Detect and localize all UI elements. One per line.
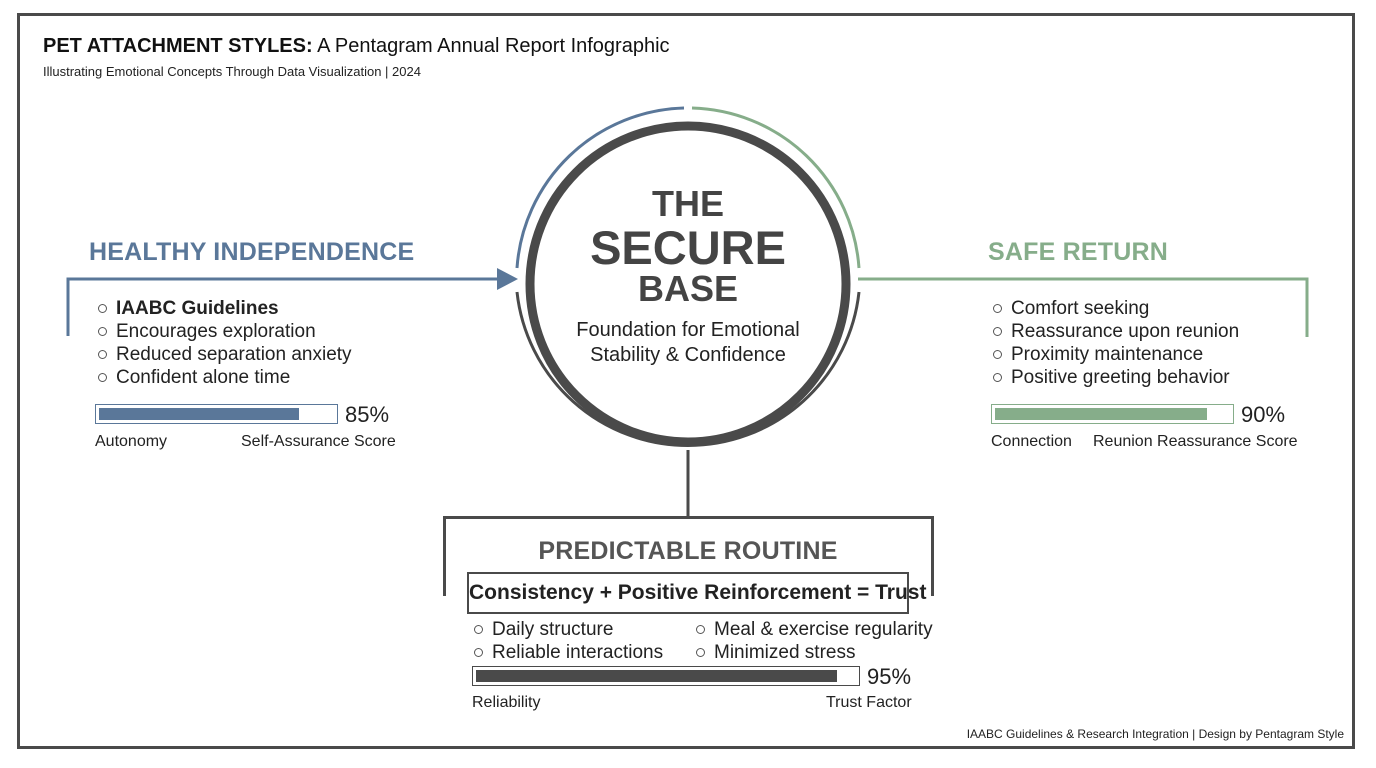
trust-factor-percent: 95% [867, 664, 912, 689]
reunion-reassurance-label: Reunion Reassurance Score [1093, 433, 1298, 450]
list-item: Minimized stress [694, 641, 933, 664]
footer-credit: IAABC Guidelines & Research Integration … [966, 727, 1344, 741]
list-item: Daily structure [472, 618, 663, 641]
secure-base-circle [525, 121, 851, 447]
list-item-text: Meal & exercise regularity [714, 619, 933, 640]
list-item: Reassurance upon reunion [991, 320, 1239, 343]
list-item: Reduced separation anxiety [96, 343, 352, 366]
list-item: Positive greeting behavior [991, 366, 1239, 389]
safe-return-list: Comfort seeking Reassurance upon reunion… [991, 297, 1239, 389]
page-title: PET ATTACHMENT STYLES: A Pentagram Annua… [43, 35, 670, 58]
bullet-circle-icon [474, 648, 483, 657]
list-item-text: Encourages exploration [116, 321, 316, 342]
reunion-reassurance-percent: 90% [1241, 402, 1286, 427]
bullet-circle-icon [696, 625, 705, 634]
self-assurance-percent: 85% [345, 402, 390, 427]
outer-arc-green [691, 106, 861, 269]
center-subtitle: Foundation for Emotional Stability & Con… [560, 318, 816, 368]
page-subtitle: Illustrating Emotional Concepts Through … [43, 64, 421, 79]
trust-formula: Consistency + Positive Reinforcement = T… [467, 572, 926, 614]
self-assurance-meter-fill [99, 408, 299, 420]
center-subtitle-line2: Stability & Confidence [590, 344, 786, 366]
self-assurance-label: Self-Assurance Score [241, 433, 396, 450]
connection-label: Connection [991, 433, 1072, 450]
bullet-circle-icon [993, 373, 1002, 382]
bullet-circle-icon [98, 373, 107, 382]
predictable-routine-title: PREDICTABLE ROUTINE [538, 537, 838, 565]
list-item-text: Reduced separation anxiety [116, 344, 352, 365]
trust-factor-label: Trust Factor [826, 694, 912, 711]
list-item: Reliable interactions [472, 641, 663, 664]
healthy-independence-list: IAABC Guidelines Encourages exploration … [96, 297, 352, 389]
bullet-circle-icon [474, 625, 483, 634]
outer-arc-blue [515, 106, 685, 269]
center-title-secure: SECURE [590, 221, 786, 274]
list-item-text: Reassurance upon reunion [1011, 321, 1240, 342]
left-arrowhead [497, 268, 518, 290]
list-item-text: Reliable interactions [492, 642, 664, 663]
bullet-circle-icon [98, 350, 107, 359]
list-item-text: Positive greeting behavior [1011, 367, 1230, 388]
title-rest: A Pentagram Annual Report Infographic [312, 35, 670, 57]
routine-list-col1: Daily structure Reliable interactions [472, 618, 663, 664]
infographic-frame [17, 13, 1355, 749]
self-assurance-meter [95, 404, 338, 424]
list-item: Encourages exploration [96, 320, 352, 343]
healthy-independence-title: HEALTHY INDEPENDENCE [89, 238, 415, 266]
center-subtitle-line1: Foundation for Emotional [576, 319, 800, 341]
trust-factor-meter [472, 666, 860, 686]
list-item-text: Daily structure [492, 619, 614, 640]
bullet-circle-icon [98, 327, 107, 336]
trust-factor-meter-fill [476, 670, 837, 682]
list-item-text: Minimized stress [714, 642, 856, 663]
list-item: Proximity maintenance [991, 343, 1239, 366]
right-connector-line [858, 277, 1309, 337]
reunion-reassurance-meter [991, 404, 1234, 424]
safe-return-title: SAFE RETURN [988, 238, 1168, 266]
list-item: Comfort seeking [991, 297, 1239, 320]
list-item: Confident alone time [96, 366, 352, 389]
list-item: Meal & exercise regularity [694, 618, 933, 641]
bullet-circle-icon [993, 327, 1002, 336]
list-item-text: Proximity maintenance [1011, 344, 1204, 365]
list-item-text: IAABC Guidelines [116, 298, 279, 319]
routine-list-col2: Meal & exercise regularity Minimized str… [694, 618, 933, 664]
bullet-circle-icon [696, 648, 705, 657]
left-connector-line [66, 277, 498, 336]
center-title-the: THE [652, 183, 724, 224]
list-item-text: Comfort seeking [1011, 298, 1150, 319]
list-item-text: Confident alone time [116, 367, 291, 388]
reliability-label: Reliability [472, 694, 541, 711]
reunion-reassurance-meter-fill [995, 408, 1207, 420]
bullet-circle-icon [993, 304, 1002, 313]
predictable-routine-box [443, 516, 934, 596]
bullet-circle-icon [98, 304, 107, 313]
autonomy-label: Autonomy [95, 433, 168, 450]
title-bold: PET ATTACHMENT STYLES: [43, 35, 313, 57]
bullet-circle-icon [993, 350, 1002, 359]
list-item: IAABC Guidelines [96, 297, 352, 320]
center-title-base: BASE [637, 268, 739, 309]
